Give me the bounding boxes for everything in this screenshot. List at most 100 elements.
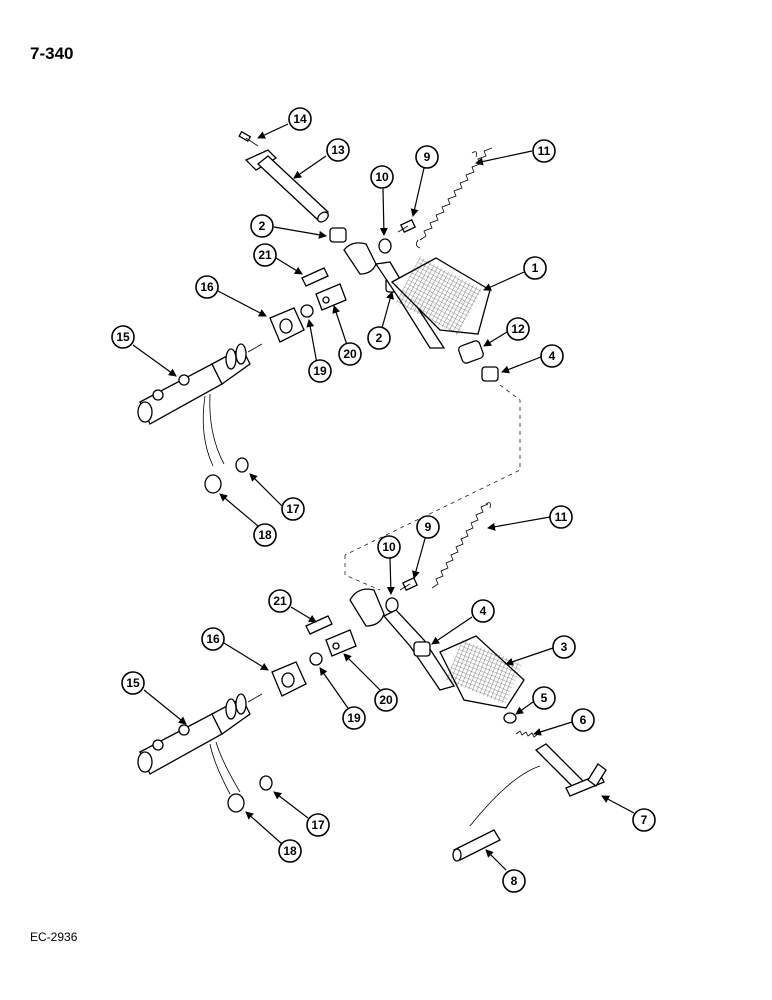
bushing-part — [458, 340, 484, 364]
svg-text:9: 9 — [424, 150, 431, 164]
bushing-part — [413, 641, 431, 657]
callout: 7 — [632, 808, 656, 832]
callout: 20 — [374, 688, 398, 712]
callout: 11 — [532, 139, 556, 163]
callout: 6 — [571, 708, 595, 732]
callout: 3 — [552, 635, 576, 659]
cap-part — [503, 712, 517, 724]
nut-part — [300, 304, 314, 318]
svg-text:15: 15 — [126, 676, 140, 690]
bolt-part — [399, 576, 418, 592]
rubber-boot-part — [269, 307, 305, 343]
callout: 12 — [506, 317, 530, 341]
svg-text:14: 14 — [293, 112, 307, 126]
svg-text:21: 21 — [273, 594, 287, 608]
lock-washer-part — [235, 457, 249, 473]
bolt-part — [397, 218, 416, 234]
callout: 19 — [308, 359, 332, 383]
nut-part — [309, 652, 323, 666]
callout: 2 — [367, 326, 391, 350]
svg-text:20: 20 — [379, 693, 393, 707]
callout: 9 — [415, 145, 439, 169]
callout: 21 — [253, 243, 277, 267]
lock-lever-part — [534, 743, 607, 797]
svg-text:17: 17 — [311, 818, 325, 832]
callout: 10 — [370, 165, 394, 189]
bushing-part — [481, 366, 499, 382]
small-spring-part — [515, 730, 539, 738]
svg-text:15: 15 — [116, 330, 130, 344]
callout: 10 — [377, 535, 401, 559]
callout: 15 — [111, 325, 135, 349]
callout: 17 — [306, 813, 330, 837]
svg-text:2: 2 — [259, 219, 266, 233]
callout: 13 — [326, 138, 350, 162]
svg-text:17: 17 — [286, 502, 300, 516]
spring-part — [431, 502, 491, 589]
callout: 11 — [549, 505, 573, 529]
callout: 21 — [268, 589, 292, 613]
svg-text:2: 2 — [376, 331, 383, 345]
svg-text:19: 19 — [313, 364, 327, 378]
callout: 15 — [121, 671, 145, 695]
bolt-part — [238, 130, 259, 147]
washer-part — [378, 238, 392, 254]
svg-text:5: 5 — [541, 691, 548, 705]
callout: 8 — [502, 869, 526, 893]
bushing-part — [329, 227, 347, 243]
clevis-pin-part — [305, 615, 333, 635]
clevis-part — [315, 283, 347, 311]
callout: 1 — [523, 256, 547, 280]
nut-part — [227, 793, 245, 813]
svg-text:18: 18 — [283, 844, 297, 858]
svg-text:6: 6 — [580, 713, 587, 727]
callout-layer: 14 13 10 9 11 2 21 16 1 2 12 15 19 20 4 … — [111, 107, 656, 893]
svg-text:11: 11 — [555, 510, 568, 524]
svg-text:16: 16 — [206, 632, 220, 646]
document-code: EC-2936 — [30, 930, 78, 944]
callout: 20 — [338, 342, 362, 366]
svg-text:9: 9 — [425, 520, 432, 534]
lower-assembly — [137, 502, 607, 862]
callout: 17 — [281, 497, 305, 521]
pin-part — [452, 829, 501, 862]
upper-assembly — [137, 130, 521, 556]
master-cylinder-part — [137, 343, 263, 467]
callout: 4 — [471, 599, 495, 623]
callout: 9 — [416, 515, 440, 539]
callout: 16 — [195, 275, 219, 299]
svg-text:7: 7 — [641, 813, 648, 827]
svg-text:19: 19 — [347, 711, 361, 725]
svg-text:4: 4 — [549, 349, 556, 363]
callout: 14 — [288, 107, 312, 131]
clutch-pedal-part — [349, 588, 525, 709]
nut-part — [204, 474, 222, 494]
svg-text:20: 20 — [343, 347, 357, 361]
rubber-boot-part — [271, 661, 307, 697]
svg-text:13: 13 — [331, 143, 345, 157]
svg-text:4: 4 — [480, 604, 487, 618]
svg-text:21: 21 — [258, 248, 272, 262]
callout: 2 — [250, 214, 274, 238]
callout: 5 — [532, 686, 556, 710]
lock-washer-part — [259, 775, 273, 791]
pedal-shaft-part — [244, 149, 329, 223]
callout: 18 — [253, 523, 277, 547]
svg-text:10: 10 — [382, 540, 396, 554]
page-number: 7-340 — [30, 44, 74, 63]
svg-text:11: 11 — [538, 144, 551, 158]
svg-text:3: 3 — [561, 640, 568, 654]
brake-pedal-part — [343, 242, 491, 349]
svg-text:1: 1 — [532, 261, 539, 275]
callout: 19 — [342, 706, 366, 730]
svg-text:16: 16 — [200, 280, 214, 294]
callout: 16 — [201, 627, 225, 651]
svg-text:10: 10 — [375, 170, 389, 184]
master-cylinder-part — [137, 693, 263, 795]
clevis-part — [325, 629, 357, 657]
callout: 4 — [540, 344, 564, 368]
clevis-pin-part — [301, 267, 329, 287]
svg-text:18: 18 — [258, 528, 272, 542]
callout: 18 — [278, 839, 302, 863]
